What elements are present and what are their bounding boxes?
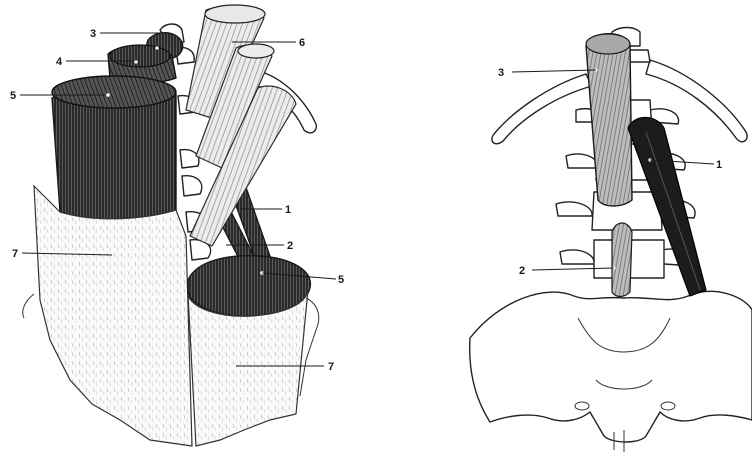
pelvis-right (470, 291, 752, 442)
label-3-left: 3 (90, 28, 96, 40)
label-5-top-left: 5 (10, 90, 16, 102)
rib-right-left (492, 74, 592, 144)
label-1-left: 1 (285, 204, 291, 216)
label-4-left: 4 (56, 56, 63, 68)
left-figure: 3 4 5 6 1 2 5 7 7 (10, 5, 344, 446)
label-5-bottom-left: 5 (338, 274, 344, 286)
label-2-right: 2 (519, 265, 525, 277)
label-7-left-sheet: 7 (12, 248, 18, 260)
right-figure: 3 1 2 (470, 28, 752, 453)
label-1-right: 1 (716, 159, 722, 171)
label-7-right-sheet: 7 (328, 361, 334, 373)
label-6-left: 6 (299, 37, 305, 49)
fascia-7-left (34, 186, 192, 446)
muscle-5-top-cap (52, 76, 176, 108)
iliac-crest-left (23, 294, 34, 318)
muscle-3-right (586, 34, 632, 206)
muscle-2-right (612, 223, 632, 297)
label-2-left: 2 (287, 240, 293, 252)
label-3-right: 3 (498, 67, 504, 79)
